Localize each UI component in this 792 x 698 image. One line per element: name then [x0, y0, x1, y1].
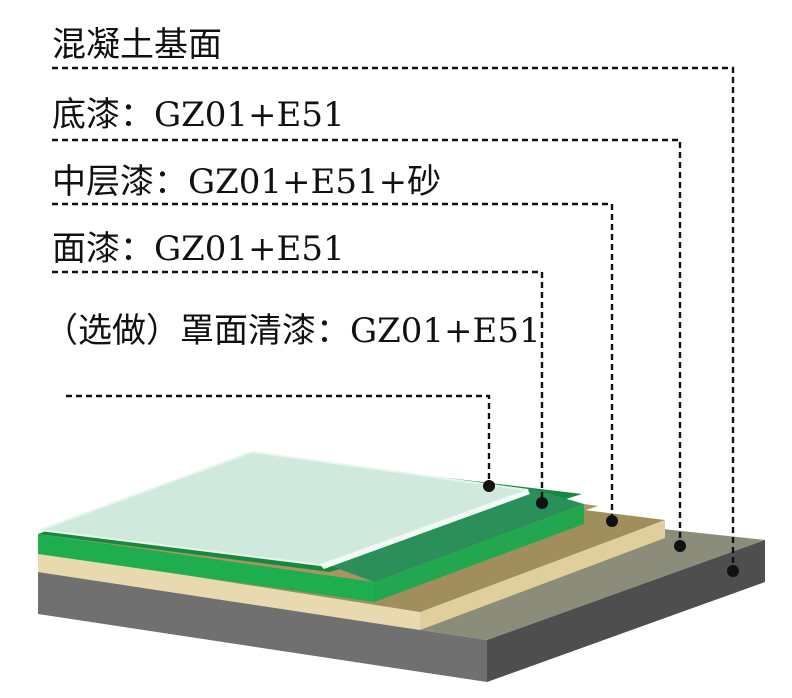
clearcoat-slab — [39, 450, 530, 569]
leader-middle — [52, 202, 614, 521]
label-topcoat: 面漆：GZ01+E51 — [52, 229, 345, 269]
leader-clearcoat — [66, 394, 491, 486]
label-primer: 底漆：GZ01+E51 — [52, 95, 345, 135]
substrate-slab-front — [38, 572, 487, 682]
leader-dot-clearcoat — [483, 480, 495, 492]
topcoat-slab-exposed — [320, 488, 584, 582]
layer-labels: 混凝土基面 底漆：GZ01+E51 中层漆：GZ01+E51+砂 面漆：GZ01… — [44, 25, 541, 351]
layer-stack — [38, 450, 765, 682]
primer-slab-front — [38, 552, 420, 630]
primer-slab-side — [420, 520, 665, 630]
topcoat-slab-side — [374, 504, 584, 602]
leader-dot-topcoat — [536, 497, 548, 509]
leader-dot-primer — [674, 540, 686, 552]
clearcoat-slab-edge — [320, 490, 530, 569]
leader-topcoat — [52, 270, 544, 503]
leader-substrate — [52, 66, 735, 571]
label-substrate: 混凝土基面 — [52, 25, 222, 65]
topcoat-slab-front — [38, 534, 374, 602]
label-clearcoat: （选做）罩面清漆：GZ01+E51 — [44, 311, 541, 351]
label-middle: 中层漆：GZ01+E51+砂 — [52, 162, 441, 202]
leader-dot-middle — [606, 515, 618, 527]
leader-dot-substrate — [727, 565, 739, 577]
leader-lines — [52, 66, 739, 577]
substrate-slab-side — [487, 540, 765, 682]
